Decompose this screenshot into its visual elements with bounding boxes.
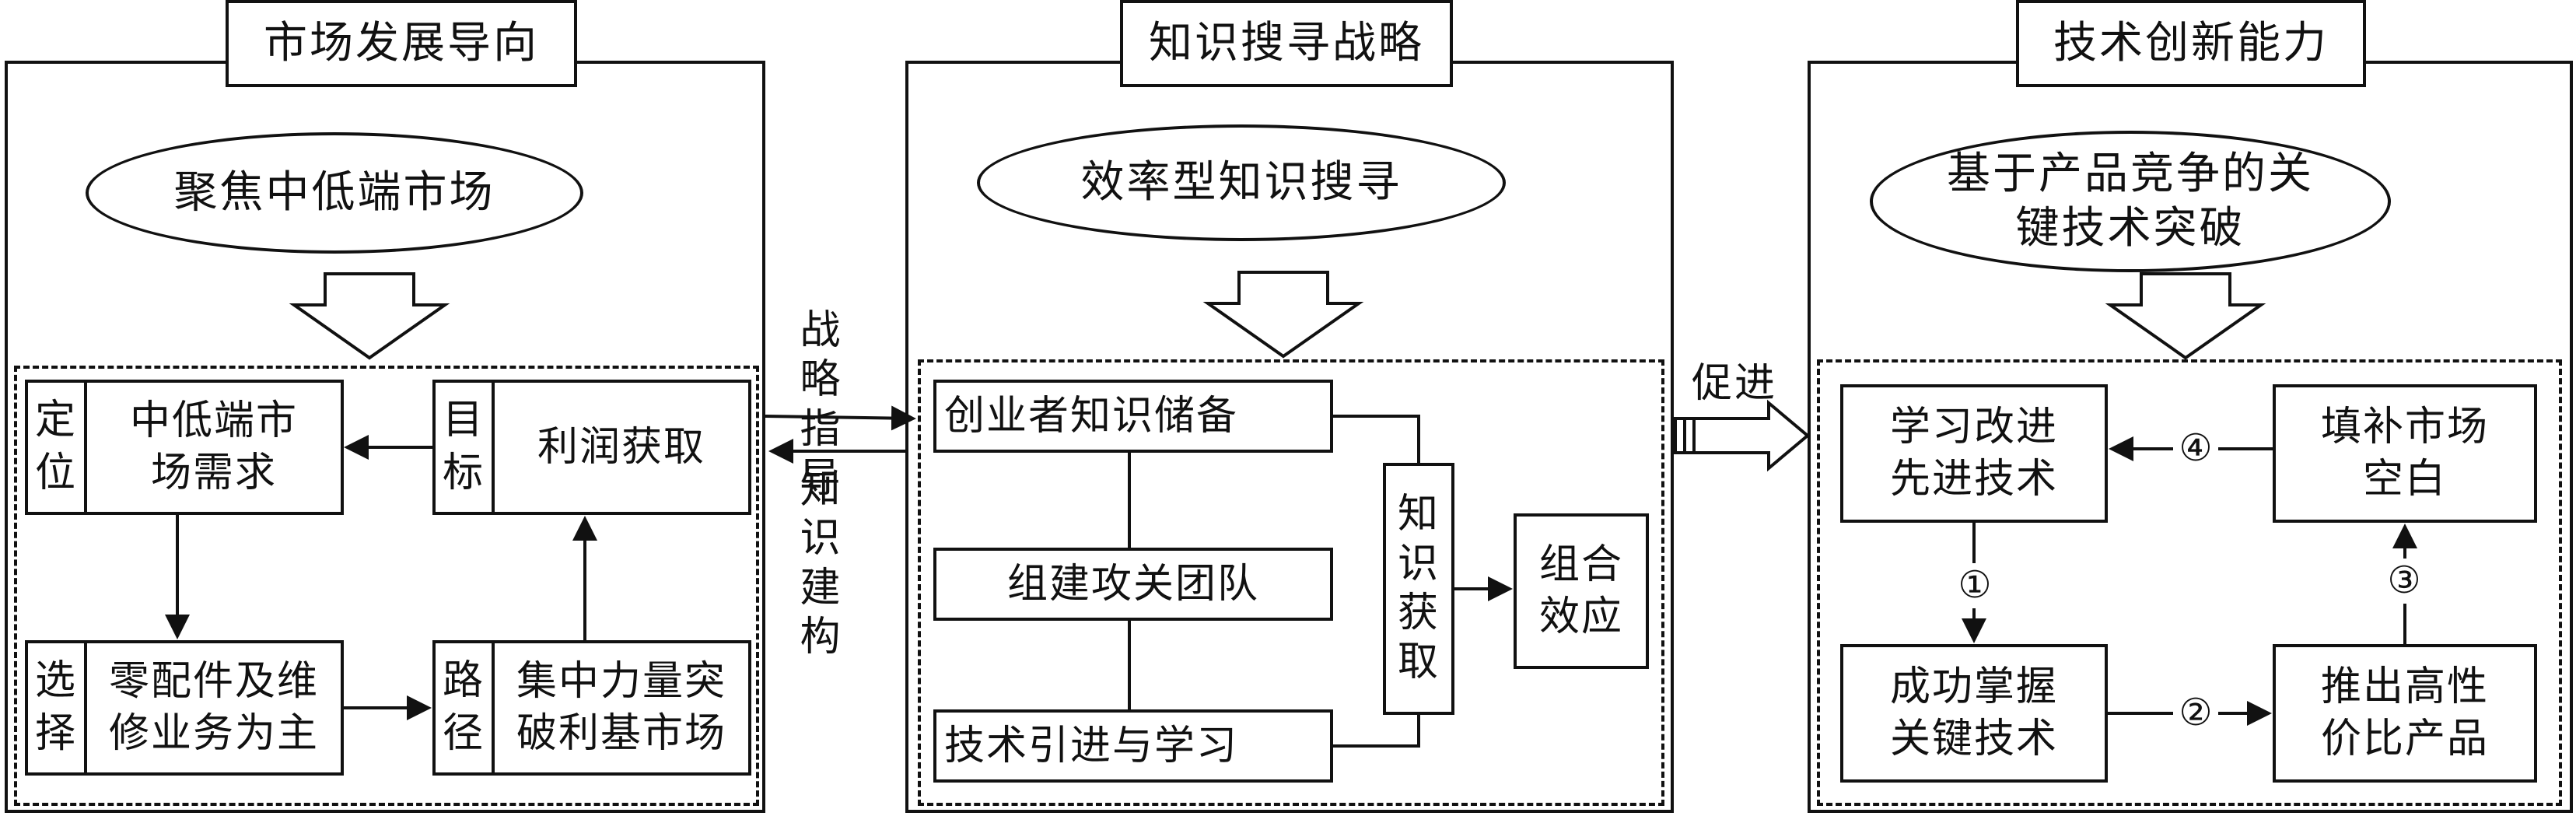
launch-product-box: 推出高性价比产品 [2273,644,2537,783]
master-key-tech-box: 成功掌握关键技术 [1840,644,2108,783]
build-team-box: 组建攻关团队 [933,548,1333,621]
middle-dashed-group [918,359,1664,806]
selection-box: 选择 零配件及维修业务为主 [25,640,344,776]
hollow-arrow-right [2105,272,2266,360]
market-orientation-title: 市场发展导向 [226,0,577,87]
tech-innovation-title: 技术创新能力 [2016,0,2366,87]
positioning-box: 定位 中低端市场需求 [25,380,344,515]
product-competition-breakthrough-ellipse: 基于产品竞争的关键技术突破 [1870,131,2391,272]
step-3-marker: ③ [2385,562,2424,601]
path-box: 路径 集中力量突破利基市场 [432,640,751,776]
arrow-strategic-guidance [765,405,916,431]
selection-tag: 选择 [28,643,87,772]
niche-market-breakthrough-text: 集中力量突破利基市场 [516,658,726,757]
low-mid-market-demand-text: 中低端市场需求 [129,397,298,496]
fill-market-gap-box: 填补市场空白 [2273,384,2537,523]
goal-tag: 目标 [436,383,495,512]
efficiency-knowledge-search-ellipse: 效率型知识搜寻 [977,124,1506,241]
combination-effect-box: 组合效应 [1514,513,1649,669]
knowledge-search-title: 知识搜寻战略 [1120,0,1453,87]
right-dashed-group [1817,359,2562,806]
step-4-marker: ④ [2176,429,2215,468]
focus-low-end-market-ellipse: 聚焦中低端市场 [86,132,583,254]
parts-repair-business-text: 零配件及维修业务为主 [108,658,319,757]
step-2-marker: ② [2176,694,2215,733]
hollow-arrow-middle [1202,271,1364,359]
positioning-tag: 定位 [28,383,87,512]
left-dashed-group [14,366,759,806]
goal-box: 目标 利润获取 [432,380,751,515]
learn-improve-box: 学习改进先进技术 [1840,384,2108,523]
hollow-arrow-promote [1674,399,1811,472]
founder-knowledge-box: 创业者知识储备 [933,380,1333,453]
promote-label: 促进 [1691,360,1777,407]
knowledge-acquisition-box: 知识获取 [1383,463,1454,715]
profit-acquisition-text: 利润获取 [537,423,705,471]
path-tag: 路径 [436,643,495,772]
strategic-guidance-label: 战略指导 [800,307,843,503]
knowledge-construction-label: 知识建构 [800,466,843,661]
hollow-arrow-left [289,272,450,360]
tech-import-box: 技术引进与学习 [933,709,1333,783]
step-1-marker: ① [1955,566,1994,605]
